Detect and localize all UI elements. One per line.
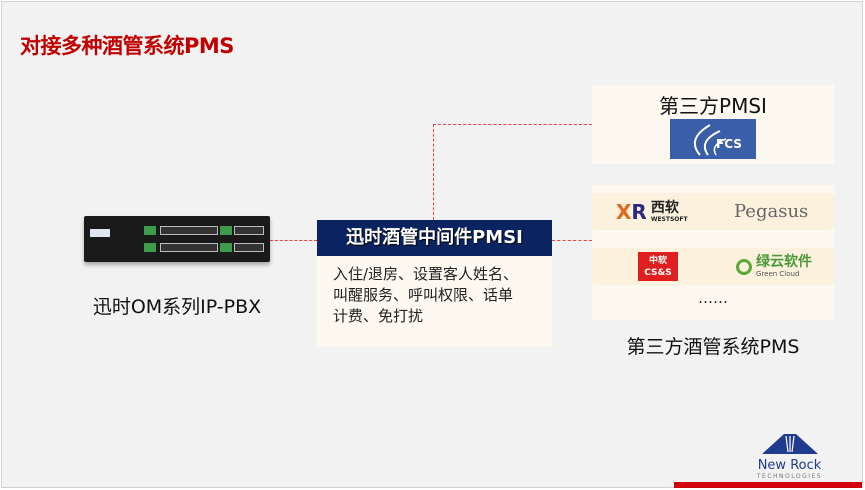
westsoft-mark-icon: XR <box>616 199 647 224</box>
feature-line: 计费、免打扰 <box>333 307 424 325</box>
brand-name: New Rock <box>757 458 822 473</box>
connector-line <box>433 124 592 125</box>
brand-sub: TECHNOLOGIES <box>756 473 823 480</box>
connector-line <box>270 240 317 241</box>
csands-sub: CS&S <box>644 267 672 278</box>
feature-line: 入住/退房、设置客人姓名、 <box>333 265 519 283</box>
csands-logo: 中软 CS&S <box>638 252 678 281</box>
ip-pbx-device-image <box>84 216 270 262</box>
third-party-pms-box: XR 西软 WESTSOFT Pegasus 中软 CS&S 绿云软件 Gree… <box>592 185 834 320</box>
pegasus-logo: Pegasus <box>734 200 809 222</box>
more-indicator: …… <box>698 289 728 307</box>
page-title: 对接多种酒管系统PMS <box>20 34 234 58</box>
greencloud-name: 绿云软件 <box>756 254 812 270</box>
footer-accent-bar <box>674 482 862 488</box>
greencloud-mark-icon <box>736 258 752 275</box>
greencloud-sub: Green Cloud <box>756 270 800 278</box>
connector-line <box>433 124 434 220</box>
fcs-logo-text: FCS <box>716 137 742 151</box>
connector-line <box>552 240 592 241</box>
westsoft-logo: XR 西软 WESTSOFT <box>616 197 688 226</box>
new-rock-logo: New Rock TECHNOLOGIES <box>742 432 837 481</box>
middleware-box: 迅时酒管中间件PMSI 入住/退房、设置客人姓名、 叫醒服务、呼叫权限、话单 计… <box>317 220 552 347</box>
device-badge <box>90 229 110 237</box>
westsoft-sub: WESTSOFT <box>650 215 688 223</box>
third-party-pmsi-box: 第三方PMSI FCS <box>592 85 834 164</box>
mountain-icon <box>761 434 818 454</box>
greencloud-logo: 绿云软件 Green Cloud <box>736 252 812 281</box>
feature-line: 叫醒服务、呼叫权限、话单 <box>333 286 514 304</box>
device-label: 迅时OM系列IP-PBX <box>92 296 262 318</box>
csands-name: 中软 <box>648 255 667 266</box>
third-party-pmsi-title: 第三方PMSI <box>659 94 767 118</box>
third-party-pms-label: 第三方酒管系统PMS <box>626 336 800 358</box>
fcs-logo: FCS <box>670 119 756 159</box>
middleware-title: 迅时酒管中间件PMSI <box>317 220 552 256</box>
westsoft-name: 西软 <box>650 199 679 216</box>
